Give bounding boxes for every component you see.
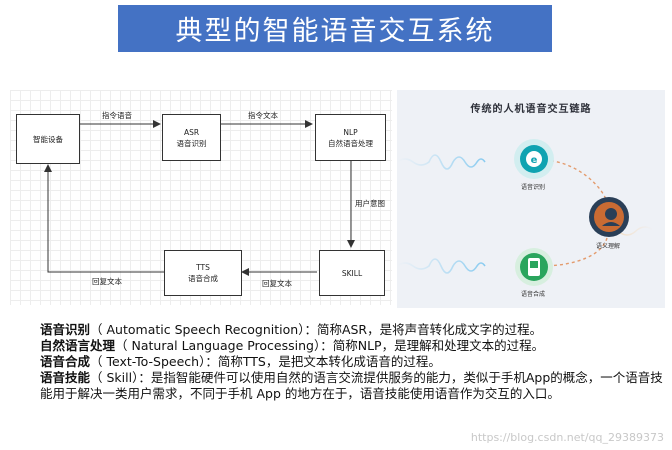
asr-node: ASR 语音识别	[162, 114, 221, 161]
tts-label: 语音合成	[521, 291, 546, 298]
edge-label-reply-text-1: 回复文本	[262, 279, 292, 288]
watermark: https://blog.csdn.net/qq_29389373	[470, 431, 664, 444]
nlu-label: 语义理解	[596, 243, 621, 250]
voice-pipeline-illustration: 传统的人机语音交互链路 e	[397, 90, 665, 308]
edge-label-user-intent: 用户意图	[355, 199, 385, 208]
term-nlp: 自然语言处理	[40, 338, 116, 353]
tts-icon	[515, 248, 553, 286]
definition-tts: 语音合成（ Text-To-Speech）：简称TTS，是把文本转化成语音的过程…	[40, 354, 670, 370]
nlp-node: NLP 自然语音处理	[315, 114, 386, 161]
definitions: 语音识别（ Automatic Speech Recognition）：简称AS…	[40, 322, 670, 402]
edge-label-reply-text-2: 回复文本	[92, 277, 122, 286]
sound-wave-top	[397, 154, 486, 170]
tts-title: TTS	[196, 263, 210, 272]
device-node: 智能设备	[16, 114, 80, 164]
definition-skill: 语音技能（ Skill）：是指智能硬件可以使用自然的语言交流提供服务的能力，类似…	[40, 370, 670, 402]
asr-title: ASR	[183, 127, 200, 137]
term-asr: 语音识别	[40, 322, 91, 337]
pipeline-title: 传统的人机语音交互链路	[470, 104, 592, 115]
edge-label-command-voice: 指令语音	[102, 111, 132, 120]
pipeline-graphic: e	[397, 139, 654, 286]
flow-arrows	[44, 120, 355, 276]
sound-wave-bottom	[397, 258, 486, 274]
asr-label: 语音识别	[521, 184, 546, 191]
nlp-subtitle: 自然语音处理	[328, 138, 373, 148]
skill-label: SKILL	[341, 268, 363, 278]
definition-skill-text: （ Skill）：是指智能硬件可以使用自然的语言交流提供服务的能力，类似于手机A…	[40, 370, 663, 401]
asr-subtitle: 语音识别	[176, 138, 207, 148]
arrow-tts-device	[44, 164, 165, 273]
term-tts: 语音合成	[40, 354, 91, 369]
flow-diagram: 智能设备 ASR 语音识别 NLP 自然语音处理 SKILL TTS 语音合成 …	[10, 90, 392, 305]
definition-asr-text: （ Automatic Speech Recognition）：简称ASR，是将…	[90, 322, 543, 337]
asr-icon: e	[514, 139, 554, 179]
nlu-icon	[589, 197, 629, 237]
tts-node: TTS 语音合成	[164, 250, 242, 296]
term-skill: 语音技能	[40, 370, 91, 385]
nlp-title: NLP	[343, 127, 358, 137]
tts-subtitle: 语音合成	[188, 274, 218, 283]
skill-node: SKILL	[319, 250, 385, 296]
title-banner: 典型的智能语音交互系统	[118, 5, 552, 52]
definition-nlp: 自然语言处理（ Natural Language Processing）：简称N…	[40, 338, 670, 354]
definition-asr: 语音识别（ Automatic Speech Recognition）：简称AS…	[40, 322, 670, 338]
edge-label-command-text: 指令文本	[248, 111, 278, 120]
definition-tts-text: （ Text-To-Speech）：简称TTS，是把文本转化成语音的过程。	[90, 354, 441, 369]
link-asr-nlu	[544, 159, 608, 203]
device-label: 智能设备	[33, 134, 63, 144]
svg-text:e: e	[531, 155, 538, 166]
page-title: 典型的智能语音交互系统	[175, 16, 495, 47]
definition-nlp-text: （ Natural Language Processing）：简称NLP，是理解…	[115, 338, 545, 353]
